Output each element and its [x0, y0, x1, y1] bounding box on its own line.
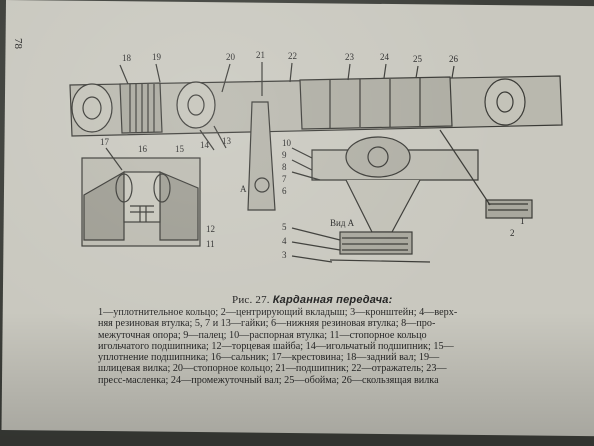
legend-line: игольчатого подшипника; 12—торцевая шайб…: [98, 340, 454, 352]
callout-4: 4: [282, 236, 287, 246]
figure-legend: 1—уплотнительное кольцо; 2—центрирующий …: [98, 307, 526, 386]
callout-5: 5: [282, 222, 287, 232]
callout-6: 6: [282, 186, 287, 196]
callout-3: 3: [282, 250, 287, 260]
callout-10: 10: [282, 138, 292, 148]
callout-26: 26: [449, 54, 459, 64]
callout-9: 9: [282, 150, 287, 160]
callout-11: 11: [206, 239, 215, 249]
callout-2: 2: [510, 228, 515, 238]
caption-prefix: Рис. 27.: [232, 294, 270, 306]
caption-title: Карданная передача:: [272, 294, 393, 306]
legend-line: шлицевая вилка; 20—стопорное кольцо; 21—…: [98, 363, 447, 375]
callout-8: 8: [282, 162, 287, 172]
callout-13: 13: [222, 136, 232, 146]
legend-line: няя резиновая втулка; 5, 7 и 13—гайки; 6…: [98, 318, 436, 330]
callout-24: 24: [380, 52, 390, 62]
callout-18: 18: [122, 53, 132, 63]
legend-line: межуточная опора; 9—палец; 10—распорная …: [98, 329, 427, 341]
view-label-a: A: [240, 184, 247, 194]
legend-line: уплотнение подшипника; 16—сальник; 17—кр…: [98, 352, 440, 364]
callout-21: 21: [256, 50, 265, 60]
callout-25: 25: [413, 54, 423, 64]
callout-22: 22: [288, 51, 297, 61]
figure-caption: Рис. 27. Карданная передача:: [232, 294, 392, 306]
legend-line: пресс-масленка; 24—промежуточный вал; 25…: [98, 374, 439, 386]
view-label-vid-a: Вид A: [330, 218, 355, 228]
callout-7: 7: [282, 174, 287, 184]
callout-12: 12: [206, 224, 215, 234]
callout-14: 14: [200, 140, 210, 150]
callout-15: 15: [175, 144, 185, 154]
callout-20: 20: [226, 52, 236, 62]
callout-23: 23: [345, 52, 355, 62]
callout-17: 17: [100, 137, 110, 147]
callout-1: 1: [520, 216, 525, 226]
callout-16: 16: [138, 144, 148, 154]
legend-line: 1—уплотнительное кольцо; 2—центрирующий …: [98, 307, 458, 318]
callout-19: 19: [152, 52, 162, 62]
